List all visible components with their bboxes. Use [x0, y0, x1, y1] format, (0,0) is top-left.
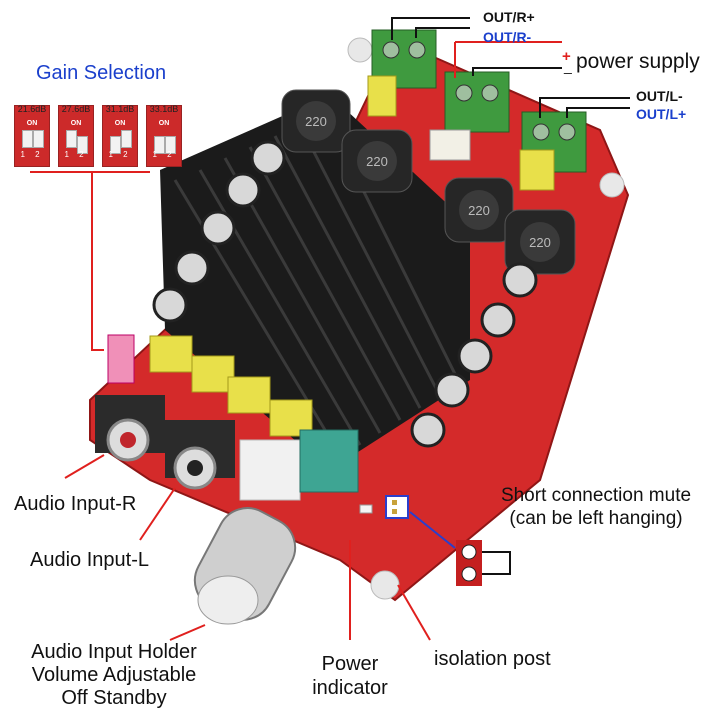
isolation-post — [347, 37, 373, 63]
input-holder — [239, 439, 301, 501]
audio-input-r-label: Audio Input-R — [14, 493, 137, 515]
gain-value: 33.1dB — [149, 104, 179, 114]
switch-lever — [110, 136, 121, 154]
gain-value: 21.6dB — [17, 104, 47, 114]
switch-lever — [66, 130, 77, 148]
gain-value: 27.6dB — [61, 104, 91, 114]
mute-label: Short connection mute (can be left hangi… — [500, 485, 692, 529]
switch-lever — [33, 130, 44, 148]
rca-jack-left — [165, 420, 235, 490]
mute-jumper — [385, 495, 409, 519]
inductor: 220 — [341, 129, 413, 193]
switch-lever — [22, 130, 33, 148]
switch-numbers: 1 2 — [108, 150, 132, 159]
rca-jack-right — [95, 395, 165, 462]
svg-text:220: 220 — [305, 114, 327, 129]
film-capacitor — [367, 75, 397, 117]
potentiometer — [299, 429, 359, 493]
switch-numbers: 1 2 — [64, 150, 88, 159]
gain-dip-switch: 33.1dB ON 1 2 — [146, 104, 182, 167]
power-plus-sign: + — [562, 48, 571, 65]
terminal-block-power — [444, 71, 510, 133]
svg-text:220: 220 — [468, 203, 490, 218]
power-led — [359, 504, 373, 514]
gain-selection-title: Gain Selection — [36, 62, 167, 84]
film-capacitor — [519, 149, 555, 191]
switch-lever — [77, 136, 88, 154]
gain-dip-switch: 21.6dB ON 1 2 — [14, 104, 50, 167]
volume-knob-face — [197, 575, 259, 625]
connector-socket — [429, 129, 471, 161]
switch-on-label: ON — [26, 120, 38, 127]
electrolytic-capacitors-right — [410, 262, 538, 448]
switch-numbers: 1 2 — [20, 150, 44, 159]
mute-pointer — [409, 511, 456, 549]
onboard-gain-switch — [107, 334, 135, 384]
switch-lever — [165, 136, 176, 154]
label-out-l-plus: OUT/L+ — [636, 106, 687, 122]
power-supply-label: power supply — [576, 50, 700, 73]
output-lines — [391, 17, 630, 118]
switch-on-label: ON — [114, 120, 126, 127]
inductor: 220 — [444, 177, 514, 243]
label-out-r-plus: OUT/R+ — [483, 9, 535, 25]
gain-dip-switch: 31.1dB ON 1 2 — [102, 104, 138, 167]
switch-lever — [154, 136, 165, 154]
audio-input-l-label: Audio Input-L — [30, 549, 149, 571]
mute-pins-icon — [456, 540, 511, 586]
isolation-post-label: isolation post — [434, 648, 551, 670]
switch-on-label: ON — [70, 120, 82, 127]
input-holder-label: Audio Input Holder Volume Adjustable Off… — [31, 641, 197, 709]
svg-text:220: 220 — [529, 235, 551, 250]
annotation-lines — [30, 41, 562, 641]
inductor: 220 — [281, 89, 351, 153]
svg-text:220: 220 — [366, 154, 388, 169]
inductor: 220 — [504, 209, 576, 275]
switch-lever — [121, 130, 132, 148]
power-indicator-label: Power indicator — [312, 653, 388, 699]
isolation-post — [370, 570, 400, 600]
switch-numbers: 1 2 — [152, 150, 176, 159]
label-out-l-minus: OUT/L- — [636, 88, 683, 104]
switch-on-label: ON — [158, 120, 170, 127]
isolation-post — [599, 172, 625, 198]
gain-dip-switch: 27.6dB ON 1 2 — [58, 104, 94, 167]
label-out-r-minus: OUT/R- — [483, 29, 532, 45]
electrolytic-capacitors-left — [152, 140, 286, 323]
power-minus-sign: _ — [564, 58, 572, 74]
gain-value: 31.1dB — [105, 104, 135, 114]
